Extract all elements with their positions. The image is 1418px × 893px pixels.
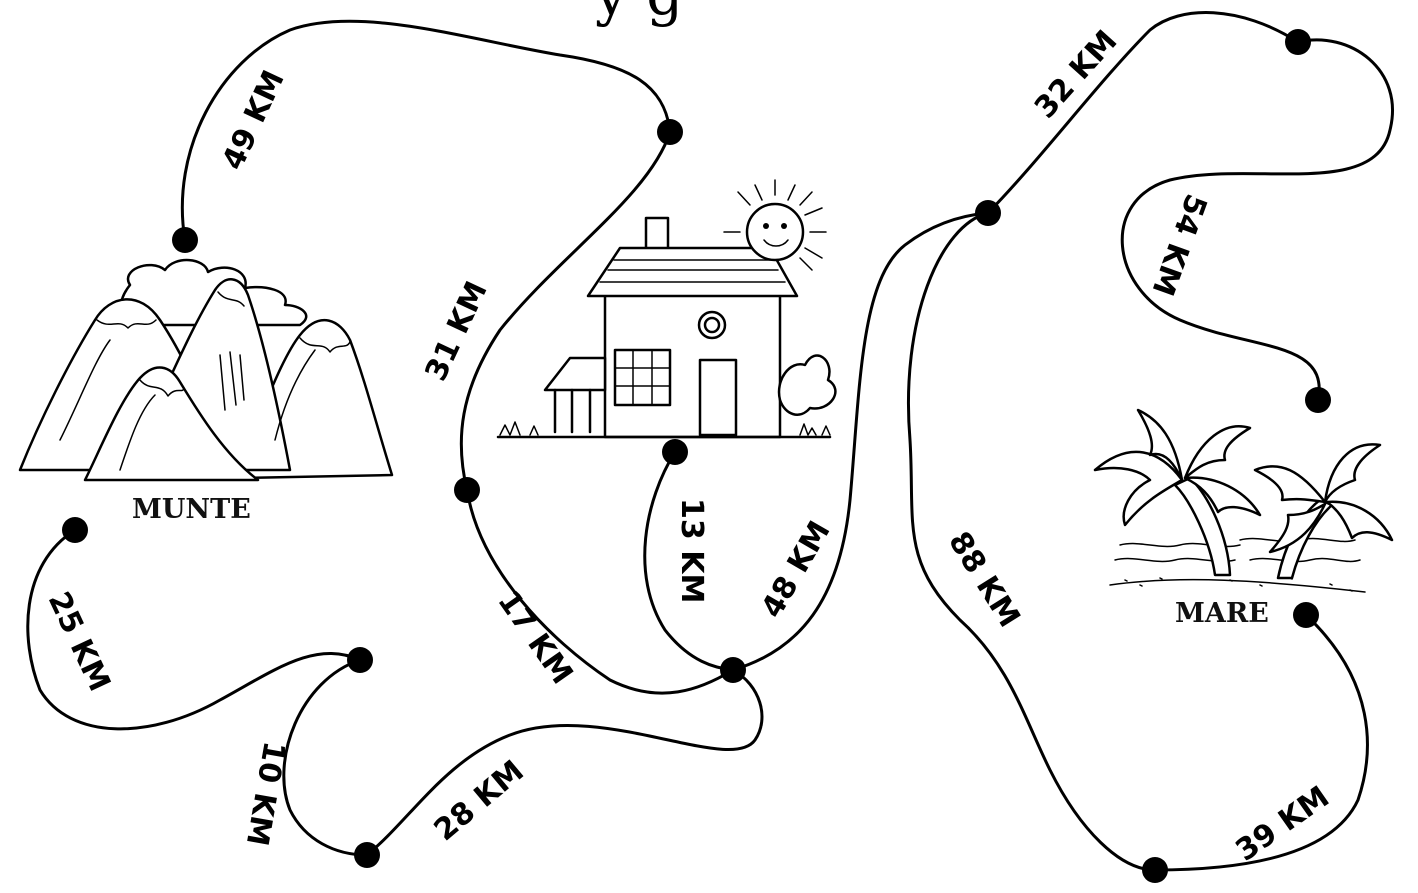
place-label-sea: MARE xyxy=(1175,598,1269,629)
distance-label: 10 KM xyxy=(239,739,292,849)
node xyxy=(172,227,198,253)
distance-label: 88 KM xyxy=(941,526,1026,634)
node xyxy=(1305,387,1331,413)
route-10 xyxy=(284,660,367,855)
node xyxy=(454,477,480,503)
distance-label: 31 KM xyxy=(419,276,495,386)
node xyxy=(657,119,683,145)
node xyxy=(975,200,1001,226)
title-fragment: y g xyxy=(594,0,683,28)
route-28 xyxy=(367,670,762,855)
distance-label: 13 KM xyxy=(674,498,709,603)
node xyxy=(62,517,88,543)
node xyxy=(1142,857,1168,883)
node xyxy=(720,657,746,683)
route-54 xyxy=(1122,40,1392,400)
distance-label: 17 KM xyxy=(490,585,579,691)
distance-label: 28 KM xyxy=(428,754,531,848)
route-32 xyxy=(988,13,1298,213)
mountain-icon xyxy=(20,260,392,480)
distance-label: 25 KM xyxy=(41,587,117,697)
node xyxy=(662,439,688,465)
node xyxy=(1293,602,1319,628)
node xyxy=(347,647,373,673)
distance-label: 48 KM xyxy=(755,515,838,624)
place-label-mountain: MUNTE xyxy=(132,494,251,525)
node xyxy=(354,842,380,868)
palm-beach-icon xyxy=(1095,410,1392,592)
node xyxy=(1285,29,1311,55)
distance-label: 54 KM xyxy=(1144,189,1213,300)
